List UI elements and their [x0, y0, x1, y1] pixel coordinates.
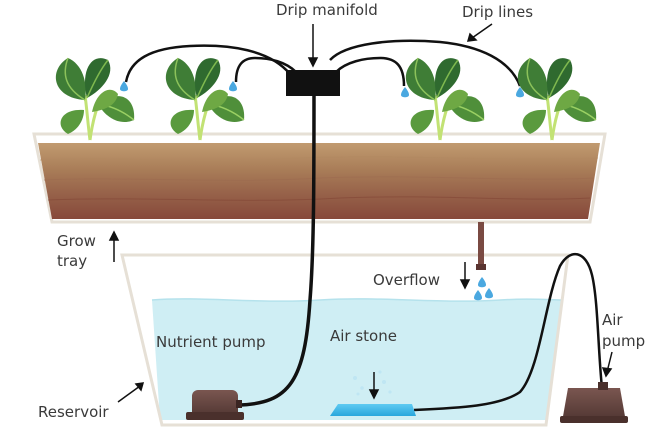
label-overflow: Overflow — [373, 271, 440, 289]
nutrient-pump — [186, 390, 244, 420]
air-stone — [330, 370, 416, 416]
air-pump — [560, 382, 628, 423]
droplet-icon — [474, 290, 482, 301]
label-grow-tray-line2: tray — [57, 252, 87, 270]
overflow-pipe — [474, 222, 493, 301]
plant-icon — [54, 56, 136, 142]
reservoir-water — [152, 298, 562, 420]
label-nutrient-pump: Nutrient pump — [156, 333, 266, 351]
droplet-icon — [401, 87, 409, 98]
label-air-pump-line1: Air — [602, 311, 623, 329]
air-line — [413, 253, 604, 412]
label-grow-tray-line1: Grow — [57, 232, 96, 250]
droplet-icon — [120, 81, 128, 92]
drip-lines — [124, 39, 522, 87]
feed-line — [237, 79, 316, 407]
droplet-icon — [229, 81, 237, 92]
plant-icon — [164, 56, 246, 142]
droplet-icon — [478, 277, 486, 288]
plant-icon — [516, 56, 598, 142]
reservoir-outline — [120, 253, 570, 427]
grow-medium — [38, 143, 600, 219]
label-arrows — [108, 23, 613, 403]
label-drip-manifold: Drip manifold — [276, 1, 378, 19]
arrow-icon — [117, 385, 141, 403]
droplet-icon — [485, 288, 493, 299]
arrow-icon — [471, 23, 493, 39]
grow-tray — [32, 132, 607, 224]
label-drip-lines: Drip lines — [462, 3, 533, 21]
label-air-stone: Air stone — [330, 327, 397, 345]
drip-manifold — [286, 70, 340, 96]
label-air-pump-line2: pump — [602, 332, 645, 350]
label-reservoir: Reservoir — [38, 403, 109, 421]
reservoir — [120, 253, 570, 427]
plant-icon — [404, 56, 486, 142]
